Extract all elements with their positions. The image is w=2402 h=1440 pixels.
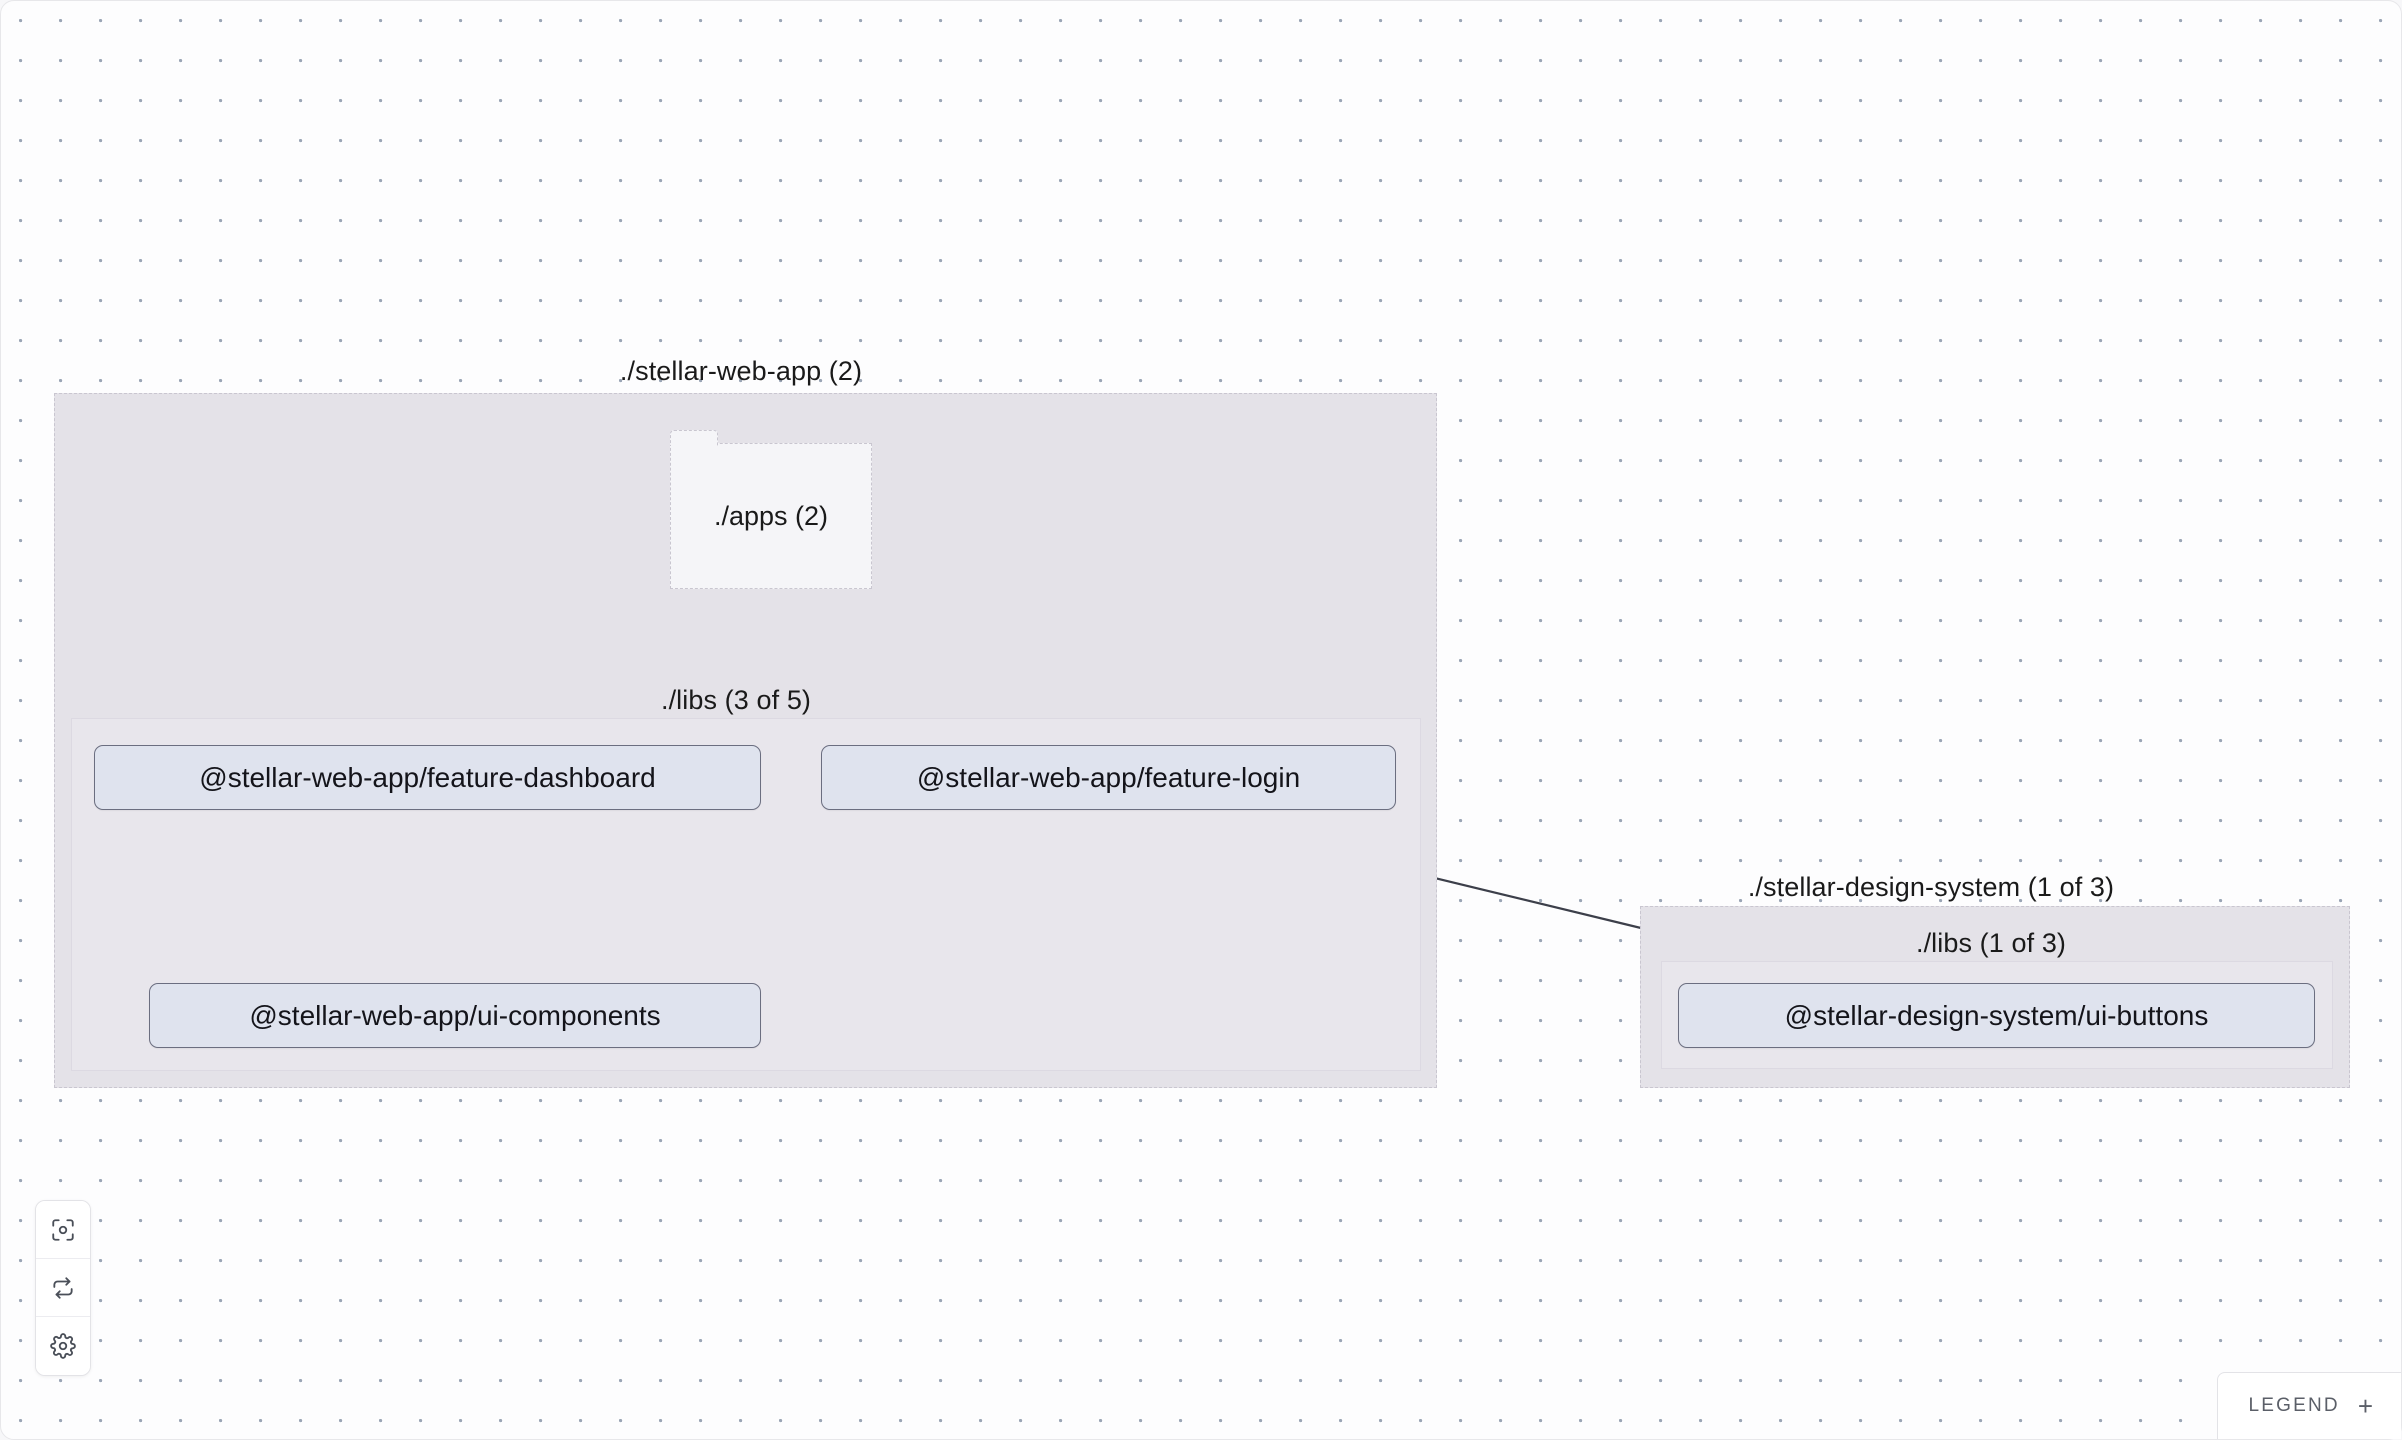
group-label-stellar-web-app-libs: ./libs (3 of 5)	[660, 685, 812, 715]
project-node-ui-components[interactable]: @stellar-web-app/ui-components	[149, 983, 761, 1048]
folder-node-apps[interactable]: ./apps (2)	[670, 430, 872, 589]
group-label-stellar-design-system: ./stellar-design-system (1 of 3)	[1747, 872, 2115, 902]
project-node-feature-dashboard[interactable]: @stellar-web-app/feature-dashboard	[94, 745, 761, 810]
project-node-label: @stellar-web-app/feature-dashboard	[199, 761, 656, 793]
gear-icon-button[interactable]	[36, 1317, 90, 1375]
canvas-controls[interactable]	[35, 1200, 91, 1376]
refresh-sync-icon-button[interactable]	[36, 1259, 90, 1317]
project-node-label: @stellar-web-app/ui-components	[249, 999, 661, 1031]
group-label-stellar-design-system-libs: ./libs (1 of 3)	[1915, 928, 2067, 958]
plus-icon: +	[2357, 1391, 2373, 1421]
project-node-label: @stellar-web-app/feature-login	[916, 761, 1301, 793]
legend-label: LEGEND	[2248, 1395, 2340, 1416]
refresh-sync-icon	[53, 1276, 73, 1299]
project-node-feature-login[interactable]: @stellar-web-app/feature-login	[821, 745, 1396, 810]
gear-icon	[50, 1333, 76, 1359]
project-node-label: @stellar-design-system/ui-buttons	[1784, 999, 2209, 1031]
focus-target-icon	[52, 1218, 74, 1241]
group-label-stellar-web-app: ./stellar-web-app (2)	[619, 356, 863, 386]
folder-node-label: ./apps (2)	[713, 500, 829, 531]
legend-toggle[interactable]: LEGEND +	[2217, 1372, 2401, 1439]
folder-tab-icon	[670, 430, 718, 446]
focus-target-icon-button[interactable]	[36, 1201, 90, 1259]
project-node-ui-buttons[interactable]: @stellar-design-system/ui-buttons	[1678, 983, 2315, 1048]
